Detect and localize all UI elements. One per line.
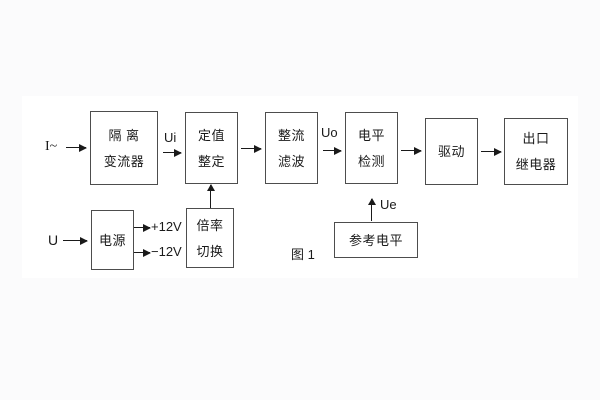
block-ratio-switch: 倍率 切换: [186, 208, 234, 268]
block-setting-adjust-line1: 定值: [197, 127, 225, 143]
arrow-drive-to-relay: [481, 147, 502, 156]
block-power-supply: 电源: [91, 210, 134, 270]
arrow-isolation-to-setting: [163, 148, 182, 157]
input-label-current: I~: [45, 139, 58, 154]
signal-label-ui: Ui: [164, 130, 177, 145]
power-rail-label-negative: −12V: [151, 244, 182, 259]
block-reference-level-line1: 参考电平: [348, 232, 403, 248]
arrow-setting-to-rectify: [241, 144, 262, 153]
block-level-detect: 电平 检测: [345, 112, 398, 184]
block-isolation-transformer-line2: 变流器: [103, 153, 145, 169]
arrow-ratio-to-setting: [206, 184, 215, 208]
block-isolation-transformer-line1: 隔 离: [108, 127, 140, 143]
block-rectify-filter-line1: 整流: [277, 127, 305, 143]
block-rectify-filter: 整流 滤波: [265, 112, 318, 184]
block-power-supply-line1: 电源: [98, 232, 126, 248]
block-drive-line1: 驱动: [437, 144, 465, 159]
arrow-rectify-to-level: [323, 146, 342, 155]
block-level-detect-line1: 电平: [357, 127, 385, 143]
signal-label-ue: Ue: [380, 197, 397, 212]
block-output-relay-line2: 继电器: [515, 157, 557, 172]
arrow-voltage-to-power: [63, 236, 88, 245]
arrow-current-to-isolation: [66, 143, 87, 152]
block-rectify-filter-line2: 滤波: [277, 153, 305, 169]
power-rail-label-positive: +12V: [151, 219, 182, 234]
arrow-level-to-drive: [401, 146, 422, 155]
block-reference-level: 参考电平: [334, 222, 418, 258]
block-level-detect-line2: 检测: [357, 153, 385, 169]
block-isolation-transformer: 隔 离 变流器: [90, 111, 158, 185]
input-label-voltage: U: [48, 232, 59, 248]
block-ratio-switch-line2: 切换: [196, 243, 224, 259]
arrow-power-negative-rail: [134, 248, 151, 257]
block-setting-adjust-line2: 整定: [197, 153, 225, 169]
block-drive: 驱动: [425, 118, 478, 185]
arrow-reference-to-level: [367, 198, 376, 221]
block-ratio-switch-line1: 倍率: [196, 217, 224, 233]
arrow-power-positive-rail: [134, 223, 151, 232]
figure-caption: 图 1: [291, 247, 315, 262]
block-setting-adjust: 定值 整定: [185, 112, 238, 184]
block-output-relay-line1: 出口: [522, 131, 550, 146]
signal-label-uo: Uo: [321, 125, 338, 140]
block-output-relay: 出口 继电器: [504, 118, 568, 185]
